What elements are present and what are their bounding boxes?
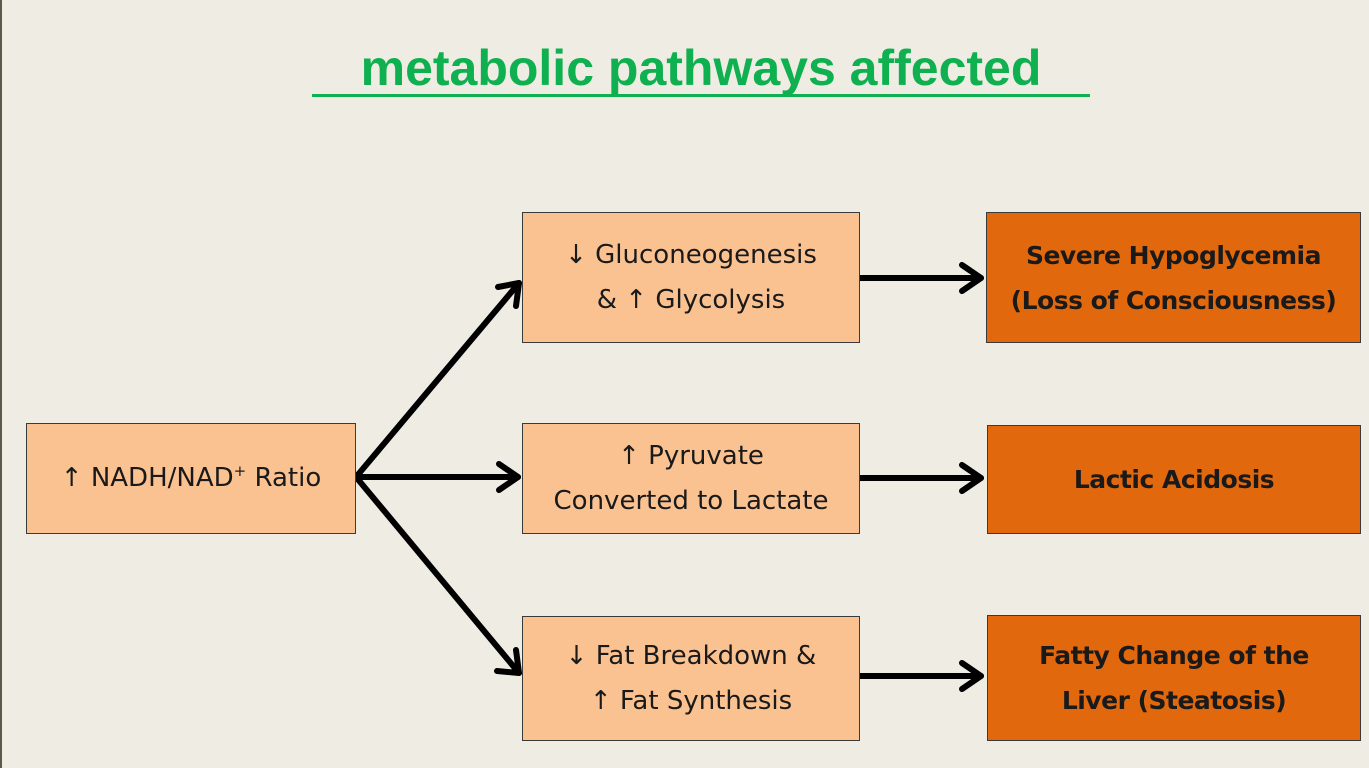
- title-underline: [312, 94, 1090, 97]
- outcome-box-hypoglycemia: Severe Hypoglycemia (Loss of Consciousne…: [986, 212, 1361, 343]
- outcome-line: Lactic Acidosis: [1073, 465, 1275, 494]
- outcome-line: Liver (Steatosis): [1061, 686, 1287, 715]
- outcome-box-lactic-acidosis: Lactic Acidosis: [987, 425, 1361, 534]
- effect-line: ↑ Pyruvate: [618, 440, 764, 471]
- outcome-line: Fatty Change of the: [1039, 641, 1309, 670]
- outcome-box-steatosis: Fatty Change of the Liver (Steatosis): [987, 615, 1361, 741]
- arrow-fat-to-steatosis: [857, 660, 984, 692]
- effect-line: Converted to Lactate: [553, 485, 829, 516]
- slide-title: metabolic pathways affected: [360, 40, 1042, 96]
- outcome-line: (Loss of Consciousness): [1010, 285, 1337, 315]
- effect-box-fat: ↓ Fat Breakdown & ↑ Fat Synthesis: [522, 616, 860, 741]
- source-box-nadh-ratio: ↑ NADH/NAD+ Ratio: [26, 423, 356, 534]
- up-arrow-icon: ↑: [60, 463, 83, 493]
- effect-line: & ↑ Glycolysis: [596, 284, 786, 315]
- outcome-line: Severe Hypoglycemia: [1025, 240, 1322, 270]
- arrow-glycolysis-to-hypoglycemia: [857, 262, 984, 294]
- arrow-source-to-fat: [353, 474, 522, 676]
- effect-line: ↓ Gluconeogenesis: [565, 239, 817, 270]
- effect-line: ↓ Fat Breakdown &: [565, 640, 817, 671]
- effect-line: ↑ Fat Synthesis: [589, 685, 793, 716]
- source-label: ↑ NADH/NAD+ Ratio: [60, 462, 322, 493]
- superscript-plus: +: [233, 462, 247, 480]
- effect-box-pyruvate: ↑ Pyruvate Converted to Lactate: [522, 423, 860, 534]
- arrow-source-to-glycolysis: [353, 280, 522, 480]
- arrow-pyruvate-to-lactic-acidosis: [857, 462, 984, 494]
- effect-box-glycolysis: ↓ Gluconeogenesis & ↑ Glycolysis: [522, 212, 860, 343]
- slide-left-border: [0, 0, 2, 768]
- arrow-source-to-pyruvate: [353, 461, 521, 493]
